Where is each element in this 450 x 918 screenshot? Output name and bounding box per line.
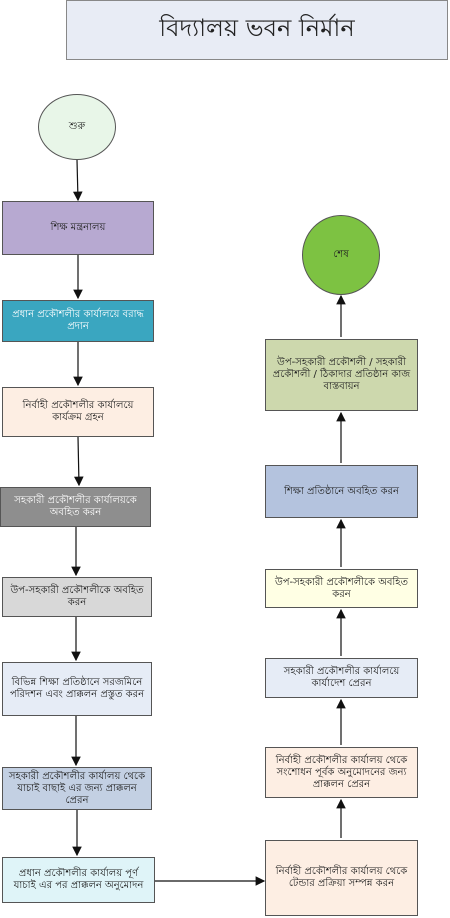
step-send-estimate-verification: সহকারী প্রকৌশলীর কার্যালয় থেকে যাচাই বা… xyxy=(2,767,152,810)
start-node: শুরু xyxy=(38,94,116,160)
step-send-revised-estimate: নির্বাহী প্রকৌশলীর কার্যালয় থেকে সংশোধন… xyxy=(265,747,418,798)
step-label: বিভিন্ন শিক্ষা প্রতিষ্ঠানে সরজমিনে পরিদশ… xyxy=(9,677,145,700)
step-notify-assistant-engineer: সহকারী প্রকৌশলীর কার্যালয়কে অবহিত করন xyxy=(0,487,151,527)
step-label: সহকারী প্রকৌশলীর কার্যালয়ে কার্যাদেশ প্… xyxy=(283,666,400,689)
step-label: শিক্ষ মন্ত্রনালয় xyxy=(50,222,106,233)
step-label: উপ-সহকারী প্রকৌশলী / সহকারী প্রকৌশলী / ঠ… xyxy=(272,357,411,392)
step-notify-sub-assistant-engineer: উপ-সহকারী প্রকৌশলীকে অবহিত করন xyxy=(2,577,152,617)
step-notify-institution: শিক্ষা প্রতিষ্ঠানে অবহিত করন xyxy=(265,465,418,518)
step-label: প্রধান প্রকৌশলীর কার্যালয় পূর্ণ যাচাই এ… xyxy=(13,868,144,891)
step-label: নির্বাহী প্রকৌশলীর কার্যালয় থেকে সংশোধন… xyxy=(275,754,408,790)
step-work-implementation: উপ-সহকারী প্রকৌশলী / সহকারী প্রকৌশলী / ঠ… xyxy=(265,339,418,411)
arrow-step3-to-step4 xyxy=(74,436,84,487)
step-executive-engineer-action: নির্বাহী প্রকৌশলীর কার্যালয়ে কার্যক্রম … xyxy=(2,387,154,437)
diagram-title: বিদ্যালয় ভবন নির্মান xyxy=(66,0,448,60)
step-notify-sub-assistant-engineer-right: উপ-সহকারী প্রকৌশলীকে অবহিত করন xyxy=(265,569,418,608)
step-tender-process: নির্বাহী প্রকৌশলীর কার্যালয় থেকে টেন্ডা… xyxy=(265,840,418,916)
step-label: নির্বাহী প্রকৌশলীর কার্যালয়ে কার্যক্রম … xyxy=(22,400,134,423)
step-chief-engineer-allocation: প্রধান প্রকৌশলীর কার্যালয়ে বরাদ্ধ প্রদা… xyxy=(2,300,154,342)
step-label: উপ-সহকারী প্রকৌশলীকে অবহিত করন xyxy=(274,576,409,600)
step-ministry: শিক্ষ মন্ত্রনালয় xyxy=(2,201,154,255)
step-label: প্রধান প্রকৌশলীর কার্যালয়ে বরাদ্ধ প্রদা… xyxy=(12,309,144,332)
step-label: নির্বাহী প্রকৌশলীর কার্যালয় থেকে টেন্ডা… xyxy=(275,866,408,889)
end-label: শেষ xyxy=(333,248,349,260)
end-node: শেষ xyxy=(302,215,380,295)
step-estimate-approval: প্রধান প্রকৌশলীর কার্যালয় পূর্ণ যাচাই এ… xyxy=(2,857,155,903)
step-label: সহকারী প্রকৌশলীর কার্যালয় থেকে যাচাই বা… xyxy=(8,770,146,806)
step-site-inspection-estimate: বিভিন্ন শিক্ষা প্রতিষ্ঠানে সরজমিনে পরিদশ… xyxy=(2,662,152,716)
step-label: সহকারী প্রকৌশলীর কার্যালয়কে অবহিত করন xyxy=(14,495,137,518)
arrow-start-to-step1 xyxy=(72,159,83,202)
step-label: শিক্ষা প্রতিষ্ঠানে অবহিত করন xyxy=(284,485,399,497)
start-label: শুরু xyxy=(68,120,86,132)
step-label: উপ-সহকারী প্রকৌশলীকে অবহিত করন xyxy=(10,585,144,608)
step-send-work-order: সহকারী প্রকৌশলীর কার্যালয়ে কার্যাদেশ প্… xyxy=(265,658,418,698)
